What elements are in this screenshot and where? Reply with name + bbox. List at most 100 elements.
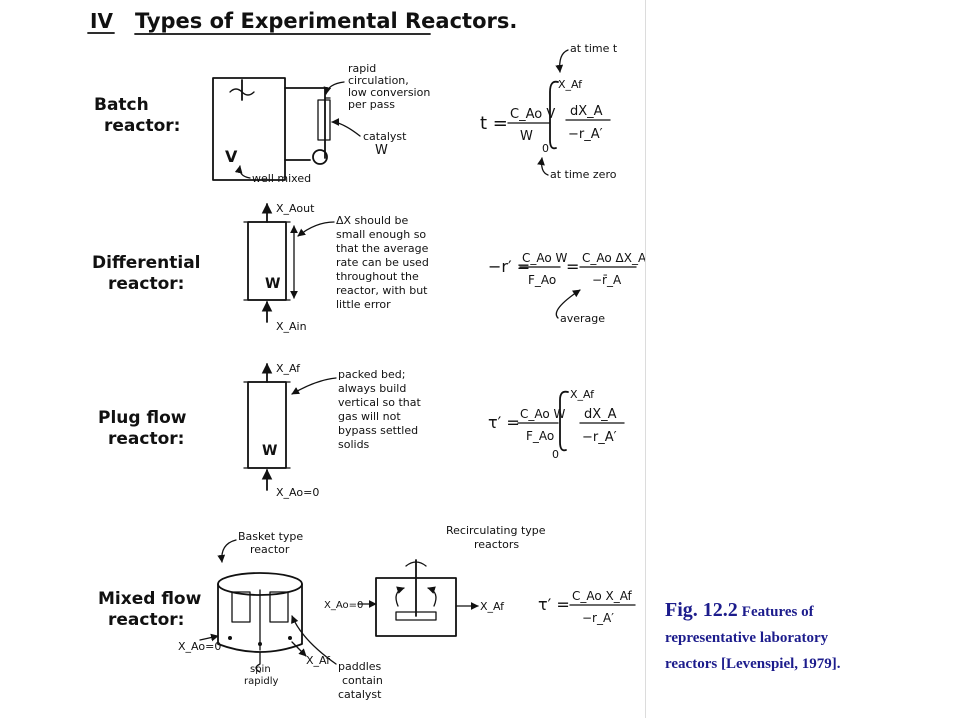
circulation-arrow xyxy=(323,81,345,95)
batch-circulation-note: rapid circulation, low conversion per pa… xyxy=(348,62,430,111)
svg-text:spin: spin xyxy=(250,664,271,675)
svg-text:0: 0 xyxy=(542,142,549,155)
svg-text:throughout the: throughout the xyxy=(336,270,419,283)
svg-text:reactor: reactor xyxy=(250,543,290,556)
basket-outlet-arrow xyxy=(291,641,307,657)
svg-text:solids: solids xyxy=(338,438,370,451)
spin-note: spin rapidly xyxy=(244,664,278,687)
batch-upper-limit-note: at time t xyxy=(570,42,618,55)
svg-text:τ′ =: τ′ = xyxy=(488,413,520,432)
basket-note: Basket type reactor xyxy=(238,530,303,556)
svg-text:−r′ =: −r′ = xyxy=(488,257,530,276)
section-number: IV xyxy=(90,9,113,33)
caption-text-part2: representative laboratory xyxy=(665,630,829,646)
svg-text:Basket type: Basket type xyxy=(238,530,303,543)
recirc-outlet-label: X_Af xyxy=(480,600,505,613)
caption-text-part3: reactors [Levenspiel, 1979]. xyxy=(665,656,841,672)
svg-text:F_Ao: F_Ao xyxy=(528,273,556,287)
plug-outlet-label: X_Af xyxy=(276,362,301,375)
svg-text:W: W xyxy=(520,129,533,144)
svg-text:X_Af: X_Af xyxy=(558,78,583,91)
lower-limit-arrow xyxy=(537,157,549,176)
svg-text:ΔX should be: ΔX should be xyxy=(336,214,408,227)
reactor-diagrams: IV Types of Experimental Reactors. Batch… xyxy=(87,9,647,701)
svg-text:−r_A′: −r_A′ xyxy=(568,127,603,142)
svg-text:rapid: rapid xyxy=(348,62,376,75)
differential-inlet-label: X_Ain xyxy=(276,320,307,333)
figure-label: Fig. 12.2 xyxy=(665,599,738,621)
paddles-note: paddles contain catalyst xyxy=(338,660,383,701)
plug-note: packed bed; always build vertical so tha… xyxy=(338,368,421,451)
svg-text:that the average: that the average xyxy=(336,242,429,255)
mixing-arrow xyxy=(234,165,251,179)
basket-inlet-label: X_Ao=0 xyxy=(178,640,221,653)
plug-title-line1: Plug flow xyxy=(98,408,187,428)
differential-equation: −r′ = C_Ao W F_Ao = C_Ao ΔX_A −r̄_A xyxy=(488,251,647,287)
mixed-title-line1: Mixed flow xyxy=(98,589,202,609)
differential-outlet-label: X_Aout xyxy=(276,202,315,215)
differential-catalyst-label: W xyxy=(265,276,280,292)
svg-text:C_Ao ΔX_A: C_Ao ΔX_A xyxy=(582,251,645,265)
svg-text:C_Ao X_Af: C_Ao X_Af xyxy=(572,589,633,603)
svg-text:X_Af: X_Af xyxy=(570,388,595,401)
batch-catalyst-note: catalyst W xyxy=(363,130,407,158)
svg-text:reactors: reactors xyxy=(474,538,519,551)
batch-equation: t = C_Ao V W X_Af 0 dX_A −r_A′ xyxy=(480,78,611,155)
svg-text:low conversion: low conversion xyxy=(348,86,430,99)
batch-title-line2: reactor: xyxy=(104,116,180,136)
differential-title-line2: reactor: xyxy=(108,274,184,294)
plug-title-line2: reactor: xyxy=(108,429,184,449)
packed-bed-arrow xyxy=(291,377,337,395)
mixed-title-line2: reactor: xyxy=(108,610,184,630)
svg-text:small enough so: small enough so xyxy=(336,228,426,241)
svg-text:C_Ao W: C_Ao W xyxy=(522,251,568,265)
delta-x-arrow xyxy=(297,221,335,237)
basket-outlet-label: X_Af xyxy=(306,654,331,667)
recirculating-note: Recirculating type reactors xyxy=(446,524,546,551)
svg-text:circulation,: circulation, xyxy=(348,74,409,87)
recirculating-reactor-vessel xyxy=(375,559,457,637)
svg-text:paddles: paddles xyxy=(338,660,382,673)
differential-reactor-column xyxy=(243,202,298,323)
svg-text:reactor, with but: reactor, with but xyxy=(336,284,428,297)
svg-text:−r_A′: −r_A′ xyxy=(582,611,614,625)
batch-mixing-note: well mixed xyxy=(252,172,311,185)
plug-equation: τ′ = C_Ao W F_Ao X_Af 0 dX_A −r_A′ xyxy=(488,388,625,461)
svg-text:τ′ =: τ′ = xyxy=(538,595,570,614)
svg-text:0: 0 xyxy=(552,448,559,461)
basket-arrow xyxy=(217,539,237,563)
basket-reactor-vessel xyxy=(217,572,303,673)
svg-text:W: W xyxy=(375,143,388,158)
svg-text:vertical so that: vertical so that xyxy=(338,396,421,409)
caption-text-part1: Features of xyxy=(741,604,814,620)
svg-text:F_Ao: F_Ao xyxy=(526,429,554,443)
svg-text:per pass: per pass xyxy=(348,98,395,111)
plug-reactor-column xyxy=(243,362,291,491)
differential-title-line1: Differential xyxy=(92,253,201,273)
paddles-arrow xyxy=(291,615,337,665)
average-arrow xyxy=(555,289,581,319)
svg-text:packed bed;: packed bed; xyxy=(338,368,405,381)
batch-title-line1: Batch xyxy=(94,95,149,115)
svg-text:catalyst: catalyst xyxy=(363,130,407,143)
svg-text:always build: always build xyxy=(338,382,406,395)
svg-text:C_Ao V: C_Ao V xyxy=(510,107,555,122)
average-note: average xyxy=(560,312,605,325)
figure-caption: Fig. 12.2 Features of representative lab… xyxy=(665,597,955,677)
svg-text:gas will not: gas will not xyxy=(338,410,401,423)
svg-text:rapidly: rapidly xyxy=(244,676,278,687)
handwritten-figure-sheet: IV Types of Experimental Reactors. Batch… xyxy=(80,0,647,718)
svg-text:=: = xyxy=(566,257,579,276)
mixed-equation: τ′ = C_Ao X_Af −r_A′ xyxy=(538,589,636,625)
svg-text:little error: little error xyxy=(336,298,391,311)
batch-volume-label: V xyxy=(225,147,238,166)
svg-text:−r̄_A: −r̄_A xyxy=(592,273,622,287)
recirc-inlet-label: X_Ao=0 xyxy=(324,600,363,611)
plug-inlet-label: X_Ao=0 xyxy=(276,486,319,499)
plug-catalyst-label: W xyxy=(262,443,277,459)
section-title: Types of Experimental Reactors. xyxy=(135,9,517,33)
catalyst-arrow xyxy=(331,118,361,137)
svg-text:rate can be used: rate can be used xyxy=(336,256,429,269)
svg-text:C_Ao W: C_Ao W xyxy=(520,407,566,421)
batch-lower-limit-note: at time zero xyxy=(550,168,617,181)
